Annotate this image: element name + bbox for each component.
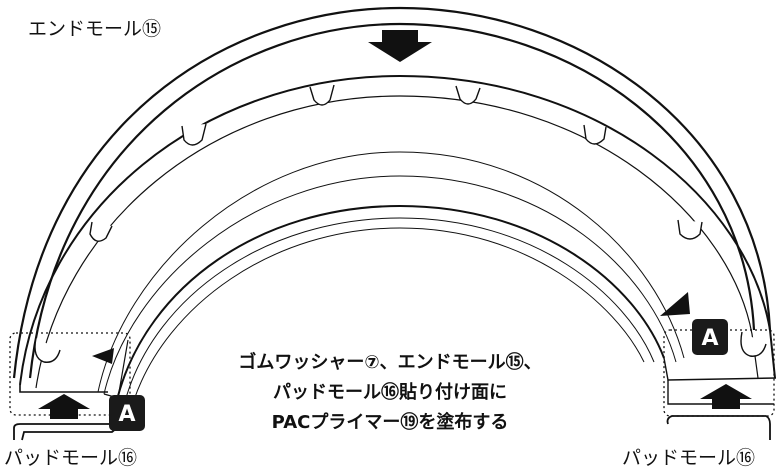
marker-a-left-box <box>109 395 145 431</box>
press-up-arrow-right <box>700 384 752 409</box>
instruction-line-2: パッドモール⑯貼り付け面に <box>273 382 507 403</box>
press-up-arrow-left <box>38 394 90 419</box>
label-pad-mold-right: パッドモール⑯ <box>622 447 756 469</box>
marker-a-right-box <box>692 319 728 355</box>
label-pad-mold-left: パッドモール⑯ <box>4 447 138 469</box>
pad-mold-left <box>13 423 116 441</box>
marker-a-right: A <box>701 326 718 351</box>
press-down-arrow <box>368 30 432 62</box>
right-wedge-marker <box>660 292 690 316</box>
marker-a-left: A <box>118 402 135 427</box>
instruction-line-1: ゴムワッシャー⑦、エンドモール⑮、 <box>238 352 542 373</box>
rubber-washer-tabs <box>34 84 767 363</box>
primer-instruction: ゴムワッシャー⑦、エンドモール⑮、 パッドモール⑯貼り付け面に PACプライマー… <box>170 348 610 438</box>
end-mold <box>12 6 772 379</box>
pad-mold-right <box>666 415 771 440</box>
left-wedge-marker <box>92 348 114 364</box>
instruction-line-3: PACプライマー⑲を塗布する <box>271 412 509 433</box>
label-end-mold: エンドモール⑮ <box>28 18 162 40</box>
